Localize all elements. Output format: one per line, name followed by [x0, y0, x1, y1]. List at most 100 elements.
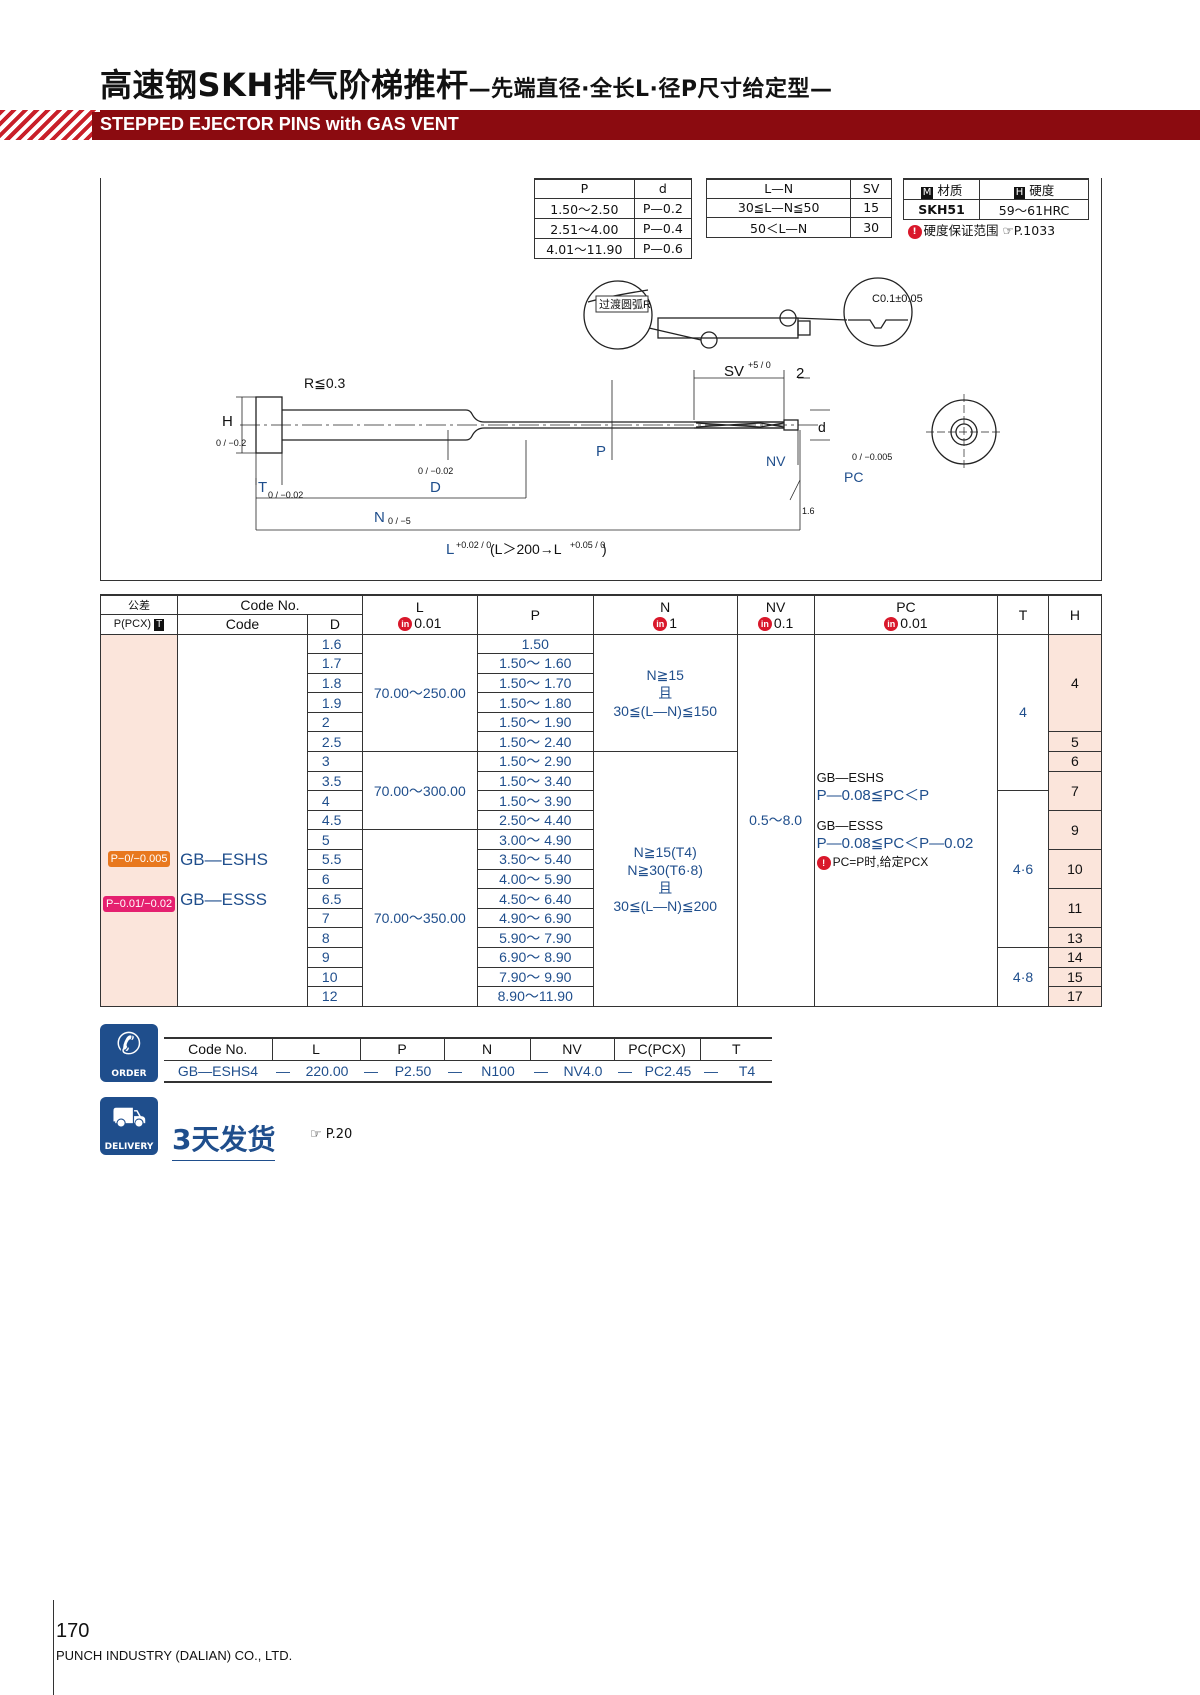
- l-range: 70.00～250.00: [361, 633, 478, 753]
- page-subtitle: —先端直径·全长L·径P尺寸给定型—: [468, 77, 833, 102]
- transition-radius-label: 过渡圆弧R: [599, 297, 651, 311]
- delivery-icon: ⛟ DELIVERY: [100, 1097, 158, 1155]
- order-example-table: Code No. L P N NV PC(PCX) T GB—ESHS4 — 2…: [164, 1037, 772, 1083]
- t-value: 4·8: [997, 947, 1049, 1007]
- code-esss: GB—ESSS: [180, 890, 267, 910]
- roughness-label: 1.6: [802, 506, 815, 516]
- dim-L-note: (L＞200→L: [490, 541, 562, 557]
- d-value: 5: [306, 829, 363, 851]
- table-row: 8 5.90～ 7.90 13: [101, 927, 1103, 948]
- inch-step-icon: in: [884, 616, 899, 631]
- callout-marker-left: [700, 331, 718, 349]
- code-eshs: GB—ESHS: [180, 850, 268, 870]
- p-range: 5.90～ 7.90: [476, 927, 594, 948]
- company-name: PUNCH INDUSTRY (DALIAN) CO., LTD.: [56, 1648, 293, 1663]
- t-value: 4: [997, 633, 1049, 792]
- callout-circle-left: [583, 280, 653, 350]
- dim-d: d: [818, 419, 826, 435]
- inch-step-icon: in: [398, 616, 413, 631]
- d-value: 4: [306, 790, 363, 811]
- table-row: 6 4.00～ 5.90: [101, 868, 1102, 890]
- d-value: 9: [306, 947, 363, 968]
- dim-T-tol: 0 / −0.02: [268, 490, 303, 500]
- dim-H: H: [222, 413, 233, 430]
- nv-range: 0.5～8.0: [736, 633, 815, 1007]
- l-range: 70.00～350.00: [361, 829, 478, 1007]
- h-value: 15: [1047, 966, 1103, 988]
- tolerance-badge-eshs: P−0/−0.005: [107, 851, 171, 868]
- p-range: 2.50～ 4.40: [476, 809, 594, 831]
- dim-PC-tol: 0 / −0.005: [852, 452, 892, 462]
- d-value: 7: [306, 907, 363, 929]
- warning-icon: !: [816, 855, 831, 870]
- delivery-ref: ☞ P.20: [310, 1127, 353, 1142]
- dim-L-tol: +0.02 / 0: [456, 540, 491, 550]
- d-value: 1.8: [306, 672, 363, 694]
- p-range: 4.90～ 6.90: [476, 907, 594, 929]
- p-range: 3.50～ 5.40: [476, 849, 594, 870]
- table-row: 7 4.90～ 6.90: [101, 907, 1102, 929]
- p-range: 1.50: [476, 633, 594, 655]
- banner-title: STEPPED EJECTOR PINS with GAS VENT: [100, 114, 459, 134]
- p-range: 1.50～ 1.60: [476, 653, 594, 674]
- h-value: 13: [1047, 927, 1103, 948]
- p-range: 1.50～ 2.90: [476, 751, 594, 772]
- p-tol-icon: T: [597, 434, 603, 444]
- dim-PC: PC: [844, 469, 863, 485]
- delivery-text: 3天发货: [172, 1118, 276, 1161]
- d-value: 3.5: [306, 770, 363, 792]
- d-value: 1.6: [306, 633, 363, 655]
- p-range: 8.90～11.90: [476, 986, 594, 1007]
- d-value: 1.7: [306, 653, 363, 674]
- d-value: 10: [306, 966, 363, 988]
- h-value: 14: [1047, 947, 1103, 968]
- page-number: 170: [56, 1620, 90, 1642]
- order-icon: ✆ ORDER: [100, 1024, 158, 1082]
- h-value: 17: [1047, 986, 1103, 1007]
- drawing-frame: [100, 178, 1102, 581]
- warning-icon: !: [907, 224, 922, 239]
- footer-rule: [53, 1600, 54, 1695]
- t-value: 4·6: [997, 790, 1049, 948]
- h-value: 7: [1047, 770, 1103, 811]
- pointing-hand-icon: ☞: [1002, 223, 1014, 238]
- p-range: 1.50～ 2.40: [476, 731, 594, 753]
- dim-NV: NV: [766, 453, 786, 469]
- dim-L-note-close: ): [602, 541, 607, 557]
- chamfer-label: C0.1±0.05: [872, 293, 923, 305]
- p-range: 1.50～ 1.80: [476, 692, 594, 713]
- radius-label: R≦0.3: [304, 375, 346, 391]
- stripe-decoration: [0, 110, 100, 140]
- p-range: 4.00～ 5.90: [476, 868, 594, 890]
- inch-step-icon: in: [757, 616, 772, 631]
- dim-L: L: [446, 541, 454, 558]
- dim-H-tol: 0 / −0.2: [216, 438, 246, 448]
- dim-D: D: [430, 479, 441, 496]
- l-range: 70.00～300.00: [361, 751, 478, 831]
- dim-T: T: [258, 479, 267, 496]
- d-value: 6: [306, 868, 363, 890]
- dim-D-tol: 0 / −0.02: [418, 466, 453, 476]
- phone-icon: ✆: [116, 1027, 142, 1062]
- table-row: 12 8.90～11.90 17: [101, 986, 1103, 1007]
- inch-step-icon: in: [653, 616, 668, 631]
- dim-SV: SV: [724, 363, 744, 380]
- h-value: 9: [1047, 809, 1103, 851]
- d-value: 1.9: [306, 692, 363, 713]
- d-value: 8: [306, 927, 363, 948]
- d-value: 12: [306, 986, 363, 1007]
- h-value: 11: [1047, 888, 1103, 929]
